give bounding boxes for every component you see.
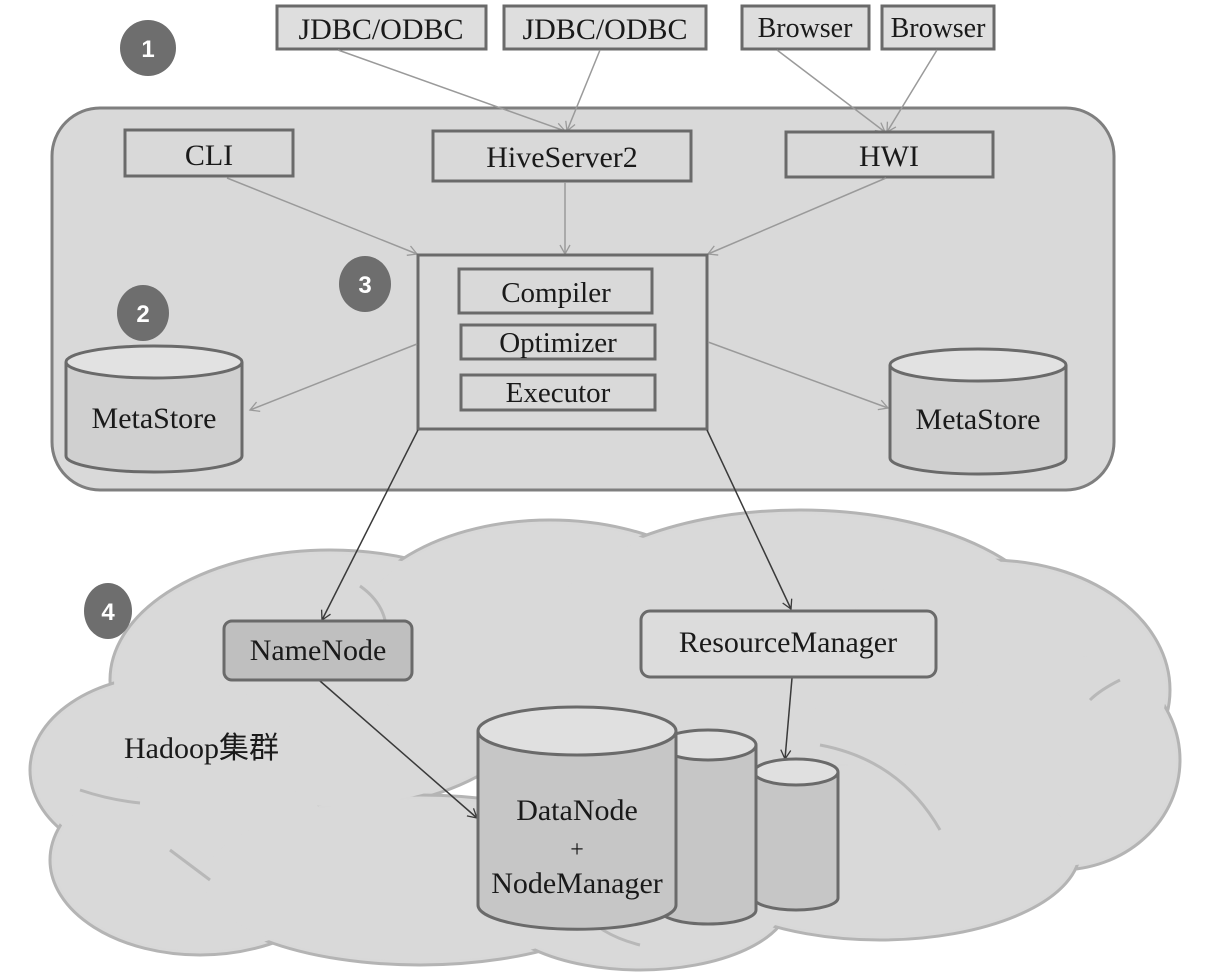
badge-3: 3 xyxy=(339,256,391,312)
badge-1: 1 xyxy=(120,20,176,76)
client-browser-2[interactable]: Browser xyxy=(880,4,996,51)
cli-box[interactable]: CLI xyxy=(123,128,295,178)
hadoop-cluster-label: Hadoop集群 xyxy=(124,732,279,765)
datanode-cylinder-small[interactable] xyxy=(752,757,840,912)
optimizer-box[interactable]: Optimizer xyxy=(459,323,657,361)
badge-3-text: 3 xyxy=(358,272,371,299)
badge-2-text: 2 xyxy=(136,301,149,328)
client-jdbc-odbc-1-label: JDBC/ODBC xyxy=(298,13,463,46)
datanode-cylinder-medium[interactable] xyxy=(658,728,758,926)
optimizer-label: Optimizer xyxy=(499,327,617,359)
metastore-left-cylinder[interactable]: MetaStore xyxy=(64,344,244,474)
executor-box[interactable]: Executor xyxy=(459,373,657,412)
badge-4-text: 4 xyxy=(101,599,115,626)
badge-1-text: 1 xyxy=(141,36,154,63)
namenode-box[interactable]: NameNode xyxy=(222,619,414,682)
datanode-cylinder-main[interactable]: DataNode + NodeManager xyxy=(476,705,678,931)
client-browser-1-label: Browser xyxy=(758,13,854,44)
interface-arrows xyxy=(226,177,887,256)
hwi-label: HWI xyxy=(859,140,919,173)
badge-4: 4 xyxy=(84,583,132,639)
datanode-plus-label: + xyxy=(570,837,584,863)
client-jdbc-odbc-1[interactable]: JDBC/ODBC xyxy=(275,4,488,51)
cli-label: CLI xyxy=(185,139,233,172)
client-jdbc-odbc-2[interactable]: JDBC/ODBC xyxy=(502,4,708,51)
driver-box: Compiler Optimizer Executor xyxy=(416,253,709,431)
resourcemanager-box[interactable]: ResourceManager xyxy=(639,609,938,679)
executor-label: Executor xyxy=(506,377,611,409)
resourcemanager-label: ResourceManager xyxy=(679,626,897,659)
client-browser-1[interactable]: Browser xyxy=(740,4,871,51)
hadoop-arrows xyxy=(319,429,793,819)
datanode-label: DataNode xyxy=(516,794,638,827)
metastore-right-cylinder[interactable]: MetaStore xyxy=(888,347,1068,476)
metastore-arrows xyxy=(248,341,890,412)
client-browser-2-label: Browser xyxy=(891,13,987,44)
hiveserver2-box[interactable]: HiveServer2 xyxy=(431,129,693,183)
hiveserver2-label: HiveServer2 xyxy=(486,141,638,174)
nodemanager-label: NodeManager xyxy=(491,867,663,900)
hwi-box[interactable]: HWI xyxy=(784,130,995,179)
compiler-label: Compiler xyxy=(501,277,611,309)
metastore-left-label: MetaStore xyxy=(92,402,217,435)
metastore-right-label: MetaStore xyxy=(916,403,1041,436)
compiler-box[interactable]: Compiler xyxy=(457,267,654,315)
namenode-label: NameNode xyxy=(250,634,387,667)
badge-2: 2 xyxy=(117,285,169,341)
client-arrows xyxy=(337,49,938,134)
client-jdbc-odbc-2-label: JDBC/ODBC xyxy=(522,13,687,46)
